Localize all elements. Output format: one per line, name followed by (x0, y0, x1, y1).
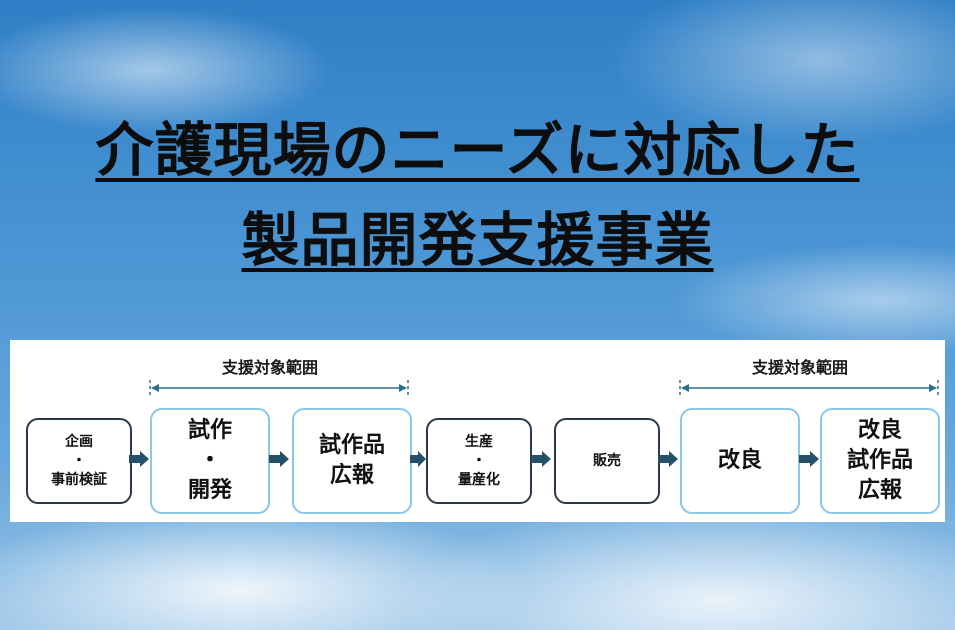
flow-arrow-icon (531, 451, 551, 467)
title-line-2-wrap: 製品開発支援事業 (0, 200, 955, 280)
step-line: ・ (72, 452, 86, 469)
flow-arrow-icon (410, 451, 426, 467)
step-line: ・ (472, 452, 486, 469)
support-range-label-2: 支援対象範囲 (752, 358, 849, 377)
step-line: 改良 (857, 418, 902, 443)
flow-arrow-icon (799, 451, 819, 467)
step-line: 広報 (857, 478, 902, 503)
step-line: 試作品 (846, 448, 913, 473)
support-range-bracket-2 (679, 380, 939, 398)
flow-arrow-icon (129, 451, 149, 467)
step-planning: 企画 ・ 事前検証 (26, 418, 132, 504)
step-line: 販売 (593, 452, 621, 469)
step-line: 試作 (187, 418, 232, 443)
step-mass-production: 生産 ・ 量産化 (426, 418, 532, 504)
flow-arrow-icon (269, 451, 289, 467)
step-improvement: 改良 (680, 408, 800, 514)
step-line: 事前検証 (51, 471, 107, 488)
step-line: 企画 (65, 433, 93, 450)
step-line: 改良 (717, 448, 762, 473)
step-line: 量産化 (458, 471, 500, 488)
page-title-line-1: 介護現場のニーズに対応した (95, 116, 860, 184)
step-line: 広報 (329, 463, 374, 488)
page-title-line-2: 製品開発支援事業 (241, 206, 714, 274)
step-sales: 販売 (554, 418, 660, 504)
step-line: 開発 (187, 478, 232, 503)
flow-arrow-icon (658, 451, 678, 467)
title-line-1-wrap: 介護現場のニーズに対応した (0, 110, 955, 190)
step-line: 生産 (465, 433, 493, 450)
support-range-bracket-1 (149, 380, 409, 398)
step-prototype-pr: 試作品 広報 (292, 408, 412, 514)
process-flow-diagram: 支援対象範囲 支援対象範囲 企画 ・ 事前検証 試作 ・ 開発 試作品 広報 生… (10, 340, 945, 522)
support-range-label-1: 支援対象範囲 (222, 358, 319, 377)
step-improved-prototype-pr: 改良 試作品 広報 (820, 408, 940, 514)
step-line: ・ (198, 448, 221, 473)
step-prototype-development: 試作 ・ 開発 (150, 408, 270, 514)
step-line: 試作品 (318, 433, 385, 458)
